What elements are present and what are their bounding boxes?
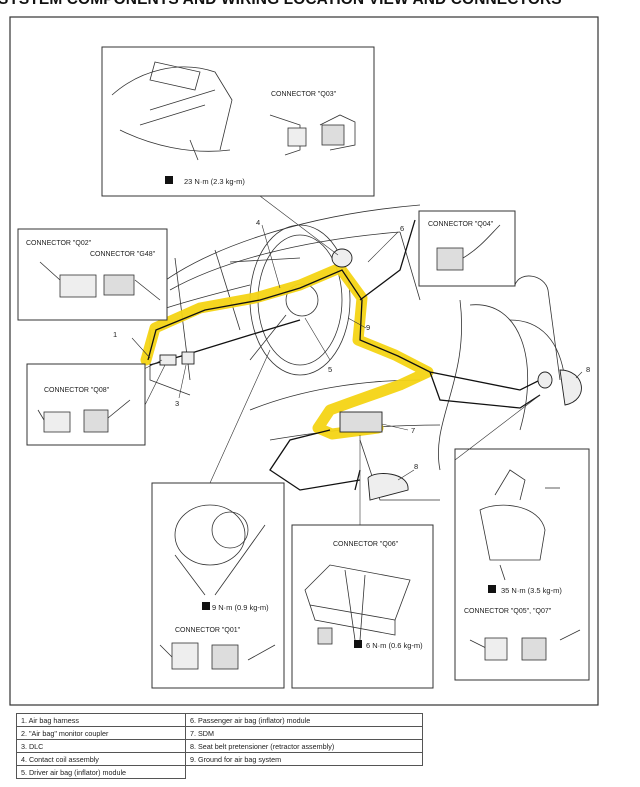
detail-leaders (144, 349, 541, 525)
connector-q01-label: CONNECTOR "Q01" (175, 627, 241, 634)
connector-q06-label: CONNECTOR "Q06" (333, 541, 399, 548)
callout-6: 6 (400, 224, 404, 233)
detail-sdm: CONNECTOR "Q06" 6 N·m (0.6 kg-m) (291, 524, 434, 689)
callout-8b: 8 (414, 462, 418, 471)
components (159, 248, 582, 501)
sdm-unit (339, 411, 383, 433)
callout-5: 5 (328, 365, 332, 374)
callout-numbers (131, 224, 583, 481)
seat-belt-retractor-left (537, 371, 553, 389)
legend-row: 1. Air bag harness 6. Passenger air bag … (16, 713, 423, 727)
torque-sdm: 6 N·m (0.6 kg-m) (366, 641, 423, 650)
monitor-coupler (181, 351, 195, 365)
torque-passenger: 23 N·m (2.3 kg-m) (184, 177, 245, 186)
seat-belt-retractor-lower (367, 473, 409, 501)
harness-wires (147, 219, 541, 491)
page-title: SYSTEM COMPONENTS AND WIRING LOCATION VI… (0, 0, 562, 9)
callout-4: 4 (256, 218, 260, 227)
connector-q04-label: CONNECTOR "Q04" (428, 221, 494, 228)
connector-g48-label: CONNECTOR "G48" (90, 251, 156, 258)
legend-row: 4. Contact coil assembly 9. Ground for a… (16, 752, 423, 766)
dlc-connector (159, 354, 177, 366)
torque-driver: 9 N·m (0.9 kg-m) (212, 603, 269, 612)
detail-pretensioner: 35 N·m (3.5 kg-m) CONNECTOR "Q05", "Q07" (454, 448, 590, 681)
legend-row: 3. DLC 8. Seat belt pretensioner (retrac… (16, 739, 423, 753)
detail-connector-q08: CONNECTOR "Q08" (26, 363, 146, 446)
detail-passenger-airbag: CONNECTOR "Q03" 23 N·m (2.3 kg-m) (101, 46, 375, 197)
callout-9: 9 (366, 323, 370, 332)
callout-7: 7 (411, 426, 415, 435)
callout-8a: 8 (586, 365, 590, 374)
connector-q03-label: CONNECTOR "Q03" (271, 91, 337, 98)
detail-connector-q02-g48: CONNECTOR "Q02" CONNECTOR "G48" (17, 228, 168, 321)
connector-q08-label: CONNECTOR "Q08" (44, 387, 110, 394)
parts-legend: 1. Air bag harness 6. Passenger air bag … (16, 713, 423, 779)
passenger-airbag-mount (331, 248, 353, 268)
callout-1: 1 (113, 330, 117, 339)
connector-q02-label: CONNECTOR "Q02" (26, 240, 92, 247)
callout-3: 3 (175, 399, 179, 408)
detail-connector-q04: CONNECTOR "Q04" (418, 210, 516, 287)
legend-row: 2. "Air bag" monitor coupler 7. SDM (16, 726, 423, 740)
torque-pretensioner: 35 N·m (3.5 kg-m) (501, 586, 562, 595)
seat-belt-retractor-right (559, 369, 582, 406)
legend-row: 5. Driver air bag (inflator) module (16, 765, 423, 779)
connector-q05-q07-label: CONNECTOR "Q05", "Q07" (464, 608, 552, 615)
detail-driver-airbag: 9 N·m (0.9 kg-m) CONNECTOR "Q01" (151, 482, 285, 689)
